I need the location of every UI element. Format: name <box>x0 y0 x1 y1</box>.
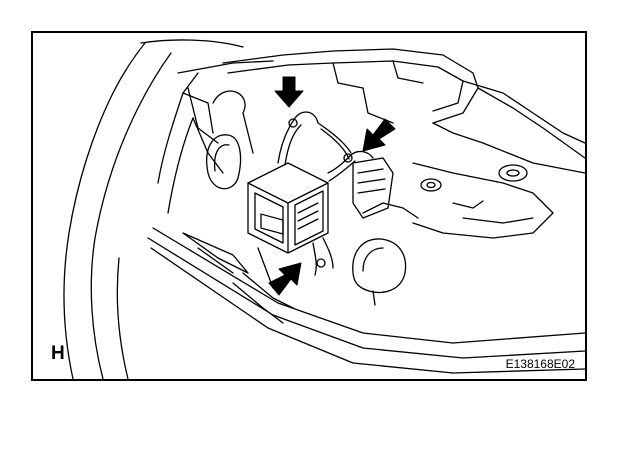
horn-right <box>352 238 407 306</box>
view-label: H <box>51 343 65 364</box>
arrow-icon <box>268 262 302 296</box>
engine-bay-illustration <box>63 39 585 379</box>
wiring-harness <box>212 90 419 276</box>
callout-arrows <box>268 76 396 296</box>
arrow-icon <box>274 76 304 108</box>
headlamp-area <box>412 162 554 239</box>
bumper-outline <box>147 227 585 374</box>
fender-panel <box>63 39 244 379</box>
inner-bay <box>157 60 274 214</box>
bay-components <box>197 157 394 324</box>
upper-support <box>222 48 585 174</box>
arrow-icon <box>362 118 396 152</box>
horn <box>206 134 242 190</box>
ecu-module <box>247 162 329 254</box>
illustration-frame: H E138168E02 <box>31 31 587 381</box>
figure-code: E138168E02 <box>505 357 575 371</box>
